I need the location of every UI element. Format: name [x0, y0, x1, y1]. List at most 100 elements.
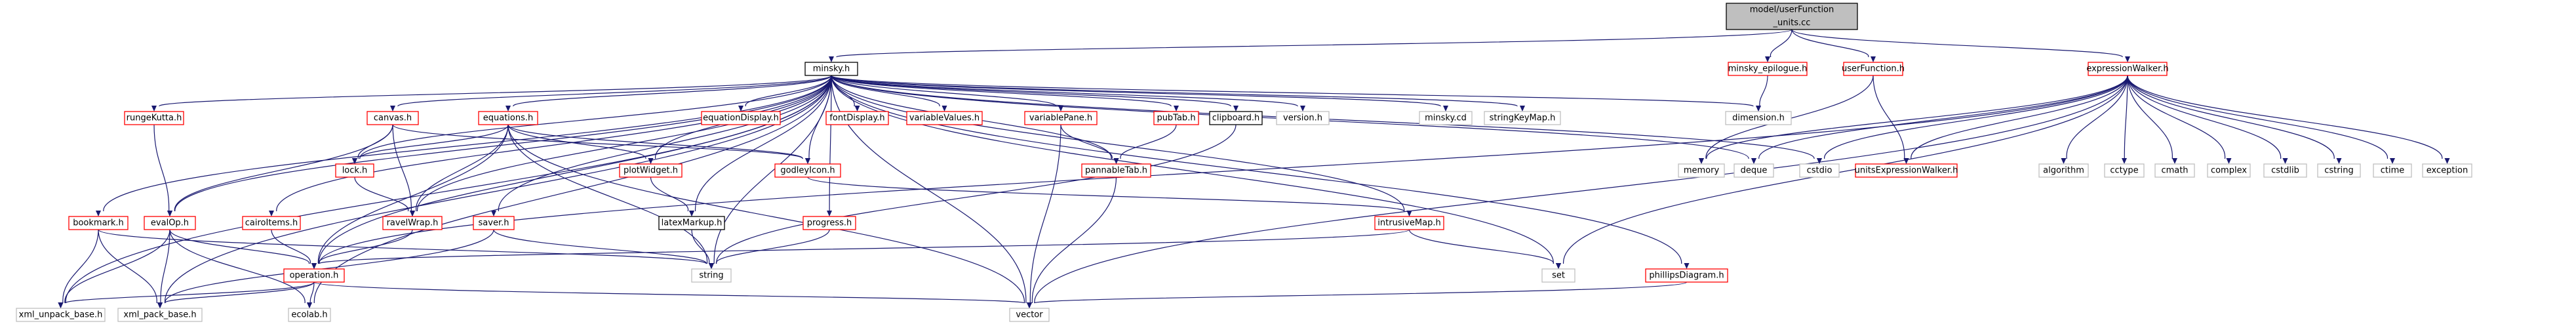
node-label: rungeKutta.h	[127, 113, 182, 123]
arrowhead	[1027, 302, 1032, 308]
node-label: cstdio	[1807, 166, 1833, 176]
edge-expressionWalker_h-to-cctype	[2122, 75, 2128, 164]
edge-intrusiveMap_h-to-operation_h	[311, 229, 1410, 269]
node-label: godleyIcon.h	[780, 166, 835, 176]
node-box	[382, 216, 443, 230]
node-label: ecolab.h	[291, 310, 327, 320]
edge-minsky_h-to-operation_h	[311, 75, 832, 269]
node-label: variableValues.h	[909, 113, 980, 123]
node-pannableTab-h[interactable]: pannableTab.h	[1081, 163, 1151, 178]
node-label: userFunction.h	[1842, 64, 1905, 74]
node-box	[288, 308, 331, 322]
node-saver-h[interactable]: saver.h	[473, 216, 515, 230]
node-box	[2422, 163, 2472, 178]
node-ecolab-h: ecolab.h	[288, 308, 331, 322]
edge-root-to-minsky_epilogue_h	[1765, 29, 1793, 62]
edge-expressionWalker_h-to-cstring	[2127, 75, 2342, 164]
node-box	[16, 308, 106, 322]
node-label: version.h	[1283, 113, 1322, 123]
node-minsky-epilogue-h[interactable]: minsky_epilogue.h	[1728, 62, 1808, 76]
node-latexMarkup-h[interactable]: latexMarkup.h	[658, 216, 725, 230]
edge-lock_h-to-ravelWrap_h	[354, 176, 415, 216]
edge-bookmark_h-to-xml_unpack_base_h	[58, 229, 99, 308]
edge-expressionWalker_h-to-cmath	[2127, 75, 2177, 164]
node-rungeKutta-h[interactable]: rungeKutta.h	[124, 111, 184, 125]
node-box	[68, 216, 129, 230]
node-lock-h[interactable]: lock.h	[335, 163, 374, 178]
node-label: pannableTab.h	[1085, 166, 1147, 176]
edge-minsky_h-to-variablePane_h	[831, 75, 1063, 112]
edge-operation_h-to-xml_unpack_base_h	[58, 281, 315, 308]
arrowhead	[1871, 56, 1876, 62]
arrowhead	[2122, 158, 2127, 164]
node-userFunction-h[interactable]: userFunction.h	[1842, 62, 1905, 76]
node-label: latexMarkup.h	[662, 218, 723, 228]
node-equations-h[interactable]: equations.h	[478, 111, 538, 125]
node-operation-h[interactable]: operation.h	[283, 268, 345, 283]
node-label: ctime	[2381, 166, 2405, 176]
node-godleyIcon-h[interactable]: godleyIcon.h	[774, 163, 841, 178]
arrowhead	[2444, 158, 2450, 164]
node-box	[906, 111, 983, 125]
node-variablePane-h[interactable]: variablePane.h	[1024, 111, 1098, 125]
arrowhead	[269, 211, 274, 216]
node-evalOp-h[interactable]: evalOp.h	[144, 216, 196, 230]
node-canvas-h[interactable]: canvas.h	[367, 111, 419, 125]
node-box	[1081, 163, 1151, 178]
node-cairoItems-h[interactable]: cairoItems.h	[242, 216, 301, 230]
edge-rungeKutta_h-to-evalOp_h	[153, 124, 172, 216]
edge-minsky_h-to-minsky_cd	[831, 75, 1448, 112]
node-vector: vector	[1009, 308, 1050, 322]
node-ravelWrap-h[interactable]: ravelWrap.h	[382, 216, 443, 230]
node-label: pubTab.h	[1157, 113, 1195, 123]
node-variableValues-h[interactable]: variableValues.h	[906, 111, 983, 125]
node-minsky-h[interactable]: minsky.h	[804, 62, 858, 76]
node-bookmark-h[interactable]: bookmark.h	[68, 216, 129, 230]
node-label: xml_pack_base.h	[123, 310, 196, 320]
node-progress-h[interactable]: progress.h	[803, 216, 856, 230]
edge-plotWidget_h-to-latexMarkup_h	[650, 176, 694, 216]
node-box	[619, 163, 683, 178]
node-label: unitsExpressionWalker.h	[1855, 166, 1958, 176]
node-label: bookmark.h	[73, 218, 124, 228]
node-label: algorithm	[2043, 166, 2084, 176]
node-root[interactable]: model/userFunction_units.cc	[1726, 3, 1858, 30]
node-label: exception	[2427, 166, 2468, 176]
node-expressionWalker-h[interactable]: expressionWalker.h	[2086, 62, 2169, 76]
node-label: expressionWalker.h	[2086, 64, 2168, 74]
node-box	[335, 163, 374, 178]
node-box	[1726, 3, 1858, 30]
edge-equations_h-to-godleyIcon_h	[507, 124, 810, 164]
node-phillipsDiagram-h[interactable]: phillipsDiagram.h	[1645, 268, 1728, 283]
edge-progress_h-to-string	[709, 229, 830, 269]
node-label: equationDisplay.h	[703, 113, 779, 123]
node-label: cctype	[2110, 166, 2138, 176]
edge-saver_h-to-string	[493, 229, 714, 269]
edge-intrusiveMap_h-to-set	[1408, 229, 1561, 269]
edge-minsky_h-to-set	[831, 75, 1561, 269]
node-plotWidget-h[interactable]: plotWidget.h	[619, 163, 683, 178]
node-intrusiveMap-h[interactable]: intrusiveMap.h	[1374, 216, 1444, 230]
node-label: stringKeyMap.h	[1490, 113, 1556, 123]
node-clipboard-h[interactable]: clipboard.h	[1209, 111, 1263, 125]
arrowhead	[167, 211, 172, 216]
edge-canvas_h-to-evalOp_h	[167, 124, 393, 216]
node-unitsExpressionWalker-h[interactable]: unitsExpressionWalker.h	[1855, 163, 1958, 178]
node-box	[1009, 308, 1050, 322]
arrowhead	[2226, 158, 2232, 164]
arrowhead	[1556, 263, 1561, 269]
node-box	[1725, 111, 1792, 125]
edge-expressionWalker_h-to-complex	[2127, 75, 2232, 164]
node-box	[144, 216, 196, 230]
edge-pubTab_h-to-pannableTab_h	[1113, 124, 1177, 164]
node-label: cairoItems.h	[245, 218, 298, 228]
node-fontDisplay-h[interactable]: fontDisplay.h	[825, 111, 889, 125]
node-box	[658, 216, 725, 230]
node-label: cstring	[2324, 166, 2353, 176]
node-equationDisplay-h[interactable]: equationDisplay.h	[701, 111, 781, 125]
edge-minsky_h-to-evalOp_h	[167, 75, 832, 216]
arrowhead	[491, 211, 496, 216]
node-pubTab-h[interactable]: pubTab.h	[1153, 111, 1199, 125]
arrowhead	[941, 106, 947, 112]
